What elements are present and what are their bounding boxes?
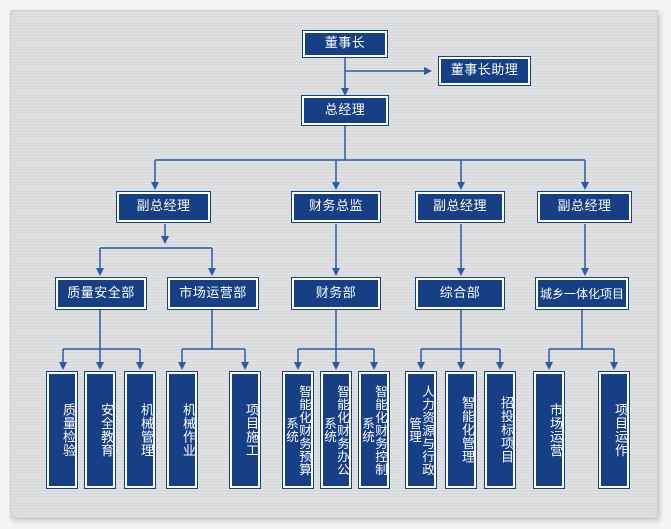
org-chart-panel — [10, 10, 658, 518]
dept-market-ops: 市场运营部 — [167, 277, 259, 310]
dept-urban-rural-project: 城乡一体化项目 — [535, 277, 629, 310]
leaf-bidding-projects: 招投标项目 — [484, 371, 516, 489]
dept-finance: 财务部 — [291, 277, 381, 310]
leaf-machinery-management: 机械管理 — [124, 371, 156, 489]
vp-node-1: 副总经理 — [116, 191, 211, 223]
leaf-project-operation: 项目运作 — [598, 371, 630, 489]
leaf-finance-budget-system: 智能化财务预算系统 — [282, 371, 314, 489]
dept-quality-safety: 质量安全部 — [55, 277, 147, 310]
leaf-quality-inspection: 质量检验 — [46, 371, 78, 489]
leaf-market-operation: 市场运营 — [533, 371, 565, 489]
leaf-machinery-operation: 机械作业 — [166, 371, 198, 489]
cfo-node: 财务总监 — [291, 191, 381, 223]
vp-node-3: 副总经理 — [537, 191, 632, 223]
assistant-node: 董事长助理 — [438, 56, 531, 86]
dept-general: 综合部 — [415, 277, 505, 310]
gm-node: 总经理 — [301, 95, 389, 126]
leaf-finance-office-system: 智能化财务办公系统 — [320, 371, 352, 489]
leaf-project-construction: 项目施工 — [229, 371, 261, 489]
leaf-safety-education: 安全教育 — [84, 371, 116, 489]
leaf-finance-control-system: 智能化财务控制系统 — [358, 371, 390, 489]
chairman-node: 董事长 — [302, 30, 388, 58]
vp-node-2: 副总经理 — [415, 191, 505, 223]
leaf-hr-admin: 人力资源与行政管理 — [405, 371, 437, 489]
leaf-smart-management: 智能化管理 — [445, 371, 477, 489]
